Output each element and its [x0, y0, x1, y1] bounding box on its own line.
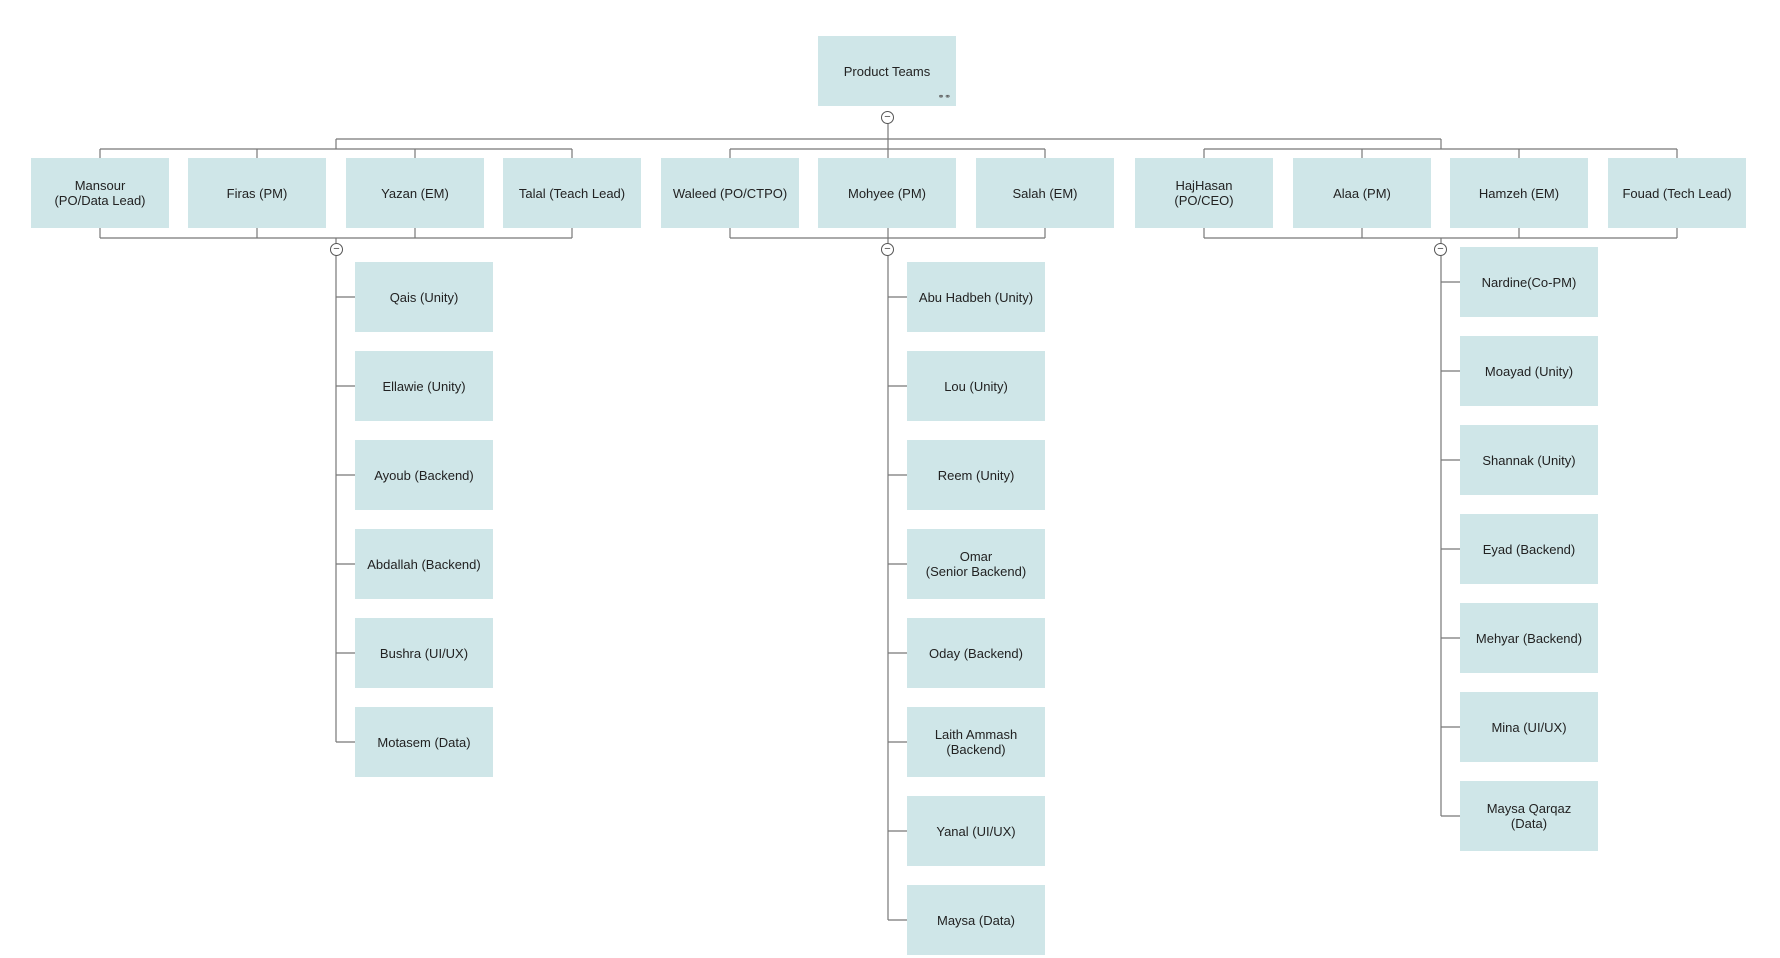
member-node[interactable]: Shannak (Unity) [1460, 425, 1598, 495]
glasses-icon[interactable]: ⚭⚭ [937, 92, 951, 101]
lead-node[interactable]: Firas (PM) [188, 158, 326, 228]
member-node[interactable]: Abu Hadbeh (Unity) [907, 262, 1045, 332]
group-collapse-toggle[interactable]: − [881, 243, 894, 256]
lead-node[interactable]: Fouad (Tech Lead) [1608, 158, 1746, 228]
member-node[interactable]: Ellawie (Unity) [355, 351, 493, 421]
lead-node[interactable]: Salah (EM) [976, 158, 1114, 228]
member-node[interactable]: Abdallah (Backend) [355, 529, 493, 599]
member-node[interactable]: Ayoub (Backend) [355, 440, 493, 510]
root-label: Product Teams [843, 63, 931, 79]
lead-node[interactable]: Yazan (EM) [346, 158, 484, 228]
member-node[interactable]: Omar (Senior Backend) [907, 529, 1045, 599]
member-node[interactable]: Reem (Unity) [907, 440, 1045, 510]
lead-node[interactable]: Waleed (PO/CTPO) [661, 158, 799, 228]
member-node[interactable]: Qais (Unity) [355, 262, 493, 332]
lead-node[interactable]: Talal (Teach Lead) [503, 158, 641, 228]
member-node[interactable]: Motasem (Data) [355, 707, 493, 777]
member-node[interactable]: Mehyar (Backend) [1460, 603, 1598, 673]
member-node[interactable]: Oday (Backend) [907, 618, 1045, 688]
member-node[interactable]: Laith Ammash (Backend) [907, 707, 1045, 777]
lead-node[interactable]: Mansour (PO/Data Lead) [31, 158, 169, 228]
member-node[interactable]: Mina (UI/UX) [1460, 692, 1598, 762]
lead-node[interactable]: HajHasan (PO/CEO) [1135, 158, 1273, 228]
member-node[interactable]: Eyad (Backend) [1460, 514, 1598, 584]
member-node[interactable]: Moayad (Unity) [1460, 336, 1598, 406]
member-node[interactable]: Lou (Unity) [907, 351, 1045, 421]
lead-node[interactable]: Hamzeh (EM) [1450, 158, 1588, 228]
group-collapse-toggle[interactable]: − [330, 243, 343, 256]
member-node[interactable]: Maysa (Data) [907, 885, 1045, 955]
root-node[interactable]: Product Teams ⚭⚭ [818, 36, 956, 106]
member-node[interactable]: Bushra (UI/UX) [355, 618, 493, 688]
member-node[interactable]: Maysa Qarqaz (Data) [1460, 781, 1598, 851]
member-node[interactable]: Yanal (UI/UX) [907, 796, 1045, 866]
lead-node[interactable]: Alaa (PM) [1293, 158, 1431, 228]
member-node[interactable]: Nardine(Co-PM) [1460, 247, 1598, 317]
root-collapse-toggle[interactable]: − [881, 111, 894, 124]
group-collapse-toggle[interactable]: − [1434, 243, 1447, 256]
lead-node[interactable]: Mohyee (PM) [818, 158, 956, 228]
